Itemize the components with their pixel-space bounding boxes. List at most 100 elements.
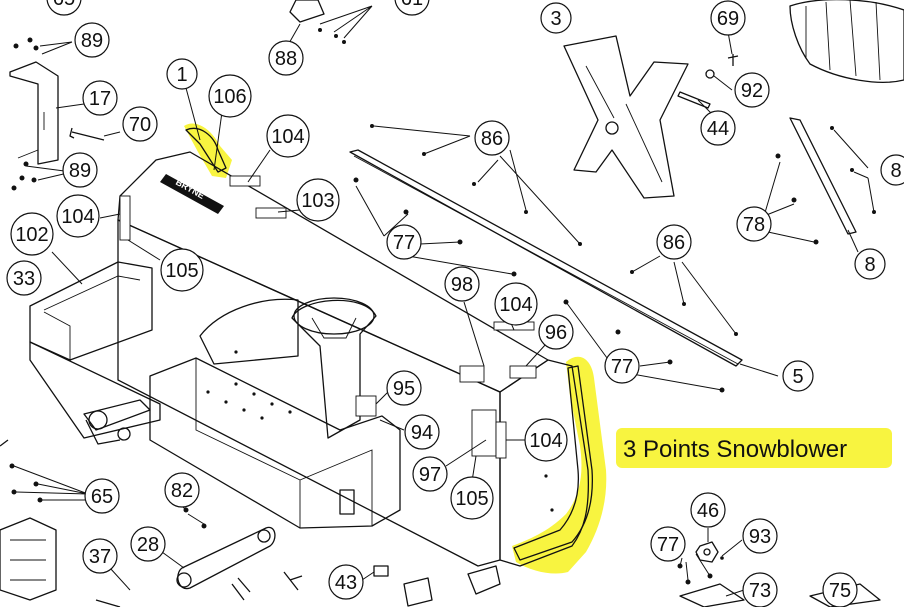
callout-label: 65 (91, 486, 113, 508)
callout-label: 89 (81, 30, 103, 52)
callout-label: 103 (301, 190, 334, 212)
callout-label: 106 (213, 86, 246, 108)
decal-104-left (119, 195, 131, 241)
callout-label: 73 (749, 580, 771, 602)
callout-105-a: 105 (160, 248, 204, 292)
callout-61: 61 (394, 0, 430, 16)
callout-label: 82 (171, 480, 193, 502)
callout-73: 73 (742, 572, 778, 607)
callout-37: 37 (82, 538, 118, 574)
auger-assembly (563, 35, 689, 199)
callout-label: 8 (890, 160, 901, 182)
callout-label: 61 (401, 0, 423, 10)
skid-strip (789, 117, 857, 235)
callout-label: 3 (550, 8, 561, 30)
callout-3: 3 (540, 2, 572, 34)
callouts: 65 61 89 88 3 69 92 44 17 70 1 106 104 8… (6, 0, 904, 607)
callout-28: 28 (130, 526, 166, 562)
small-parts (0, 0, 881, 607)
callout-label: 44 (707, 118, 729, 140)
housing-left-frame-inner (43, 275, 141, 360)
scraper-bar (349, 149, 743, 367)
callout-label: 98 (451, 274, 473, 296)
decal-96 (509, 365, 537, 379)
decal-103 (255, 207, 287, 219)
callout-89-b: 89 (62, 152, 98, 188)
gearbox-seam (195, 358, 373, 528)
callout-label: 70 (129, 114, 151, 136)
housing-front-face (117, 219, 501, 567)
callout-label: 104 (529, 430, 562, 452)
callout-104-c: 104 (494, 282, 538, 326)
decal-97 (471, 409, 497, 457)
callout-92: 92 (734, 72, 770, 108)
callout-102: 102 (10, 212, 54, 256)
callout-65-top: 65 (46, 0, 82, 16)
callout-label: 105 (165, 260, 198, 282)
chute-opening (293, 297, 375, 335)
callout-96: 96 (538, 314, 574, 350)
callout-label: 77 (657, 534, 679, 556)
callout-97: 97 (412, 456, 448, 492)
hitch-clip (117, 427, 131, 441)
callout-106: 106 (208, 74, 252, 118)
callout-label: 17 (89, 88, 111, 110)
scraper-bar-edge (353, 155, 739, 365)
callout-82: 82 (164, 472, 200, 508)
discharge-chute (291, 299, 377, 439)
callout-label: 102 (15, 224, 48, 246)
callout-77-a: 77 (386, 224, 422, 260)
highlight-marks (184, 123, 892, 574)
callout-104-b: 104 (56, 194, 100, 238)
skid-shoe (513, 365, 594, 561)
callout-88: 88 (268, 40, 304, 76)
callout-label: 46 (697, 500, 719, 522)
highlight-annotation-text (616, 428, 892, 468)
decal-104-top-left (229, 175, 261, 187)
callout-103: 103 (296, 178, 340, 222)
decal-95 (355, 395, 377, 417)
callout-98: 98 (444, 266, 480, 302)
callout-17: 17 (82, 80, 118, 116)
rivet-dots (206, 350, 554, 512)
callout-8-a: 8 (880, 154, 904, 186)
callout-label: 96 (545, 322, 567, 344)
callout-label: 75 (829, 580, 851, 602)
hitch-pin (88, 410, 108, 430)
callout-label: 86 (663, 232, 685, 254)
callout-label: 88 (275, 48, 297, 70)
callout-44: 44 (700, 110, 736, 146)
callout-43: 43 (328, 564, 364, 600)
decal-98 (459, 365, 485, 383)
callout-5: 5 (782, 360, 814, 392)
callout-label: 28 (137, 534, 159, 556)
leader-lines (13, 5, 875, 597)
callout-label: 89 (69, 160, 91, 182)
callout-33: 33 (6, 260, 42, 296)
callout-label: 77 (611, 356, 633, 378)
callout-label: 8 (864, 254, 875, 276)
callout-70: 70 (122, 106, 158, 142)
callout-93: 93 (742, 518, 778, 554)
callout-label: 104 (61, 206, 94, 228)
callout-label: 77 (393, 232, 415, 254)
callout-label: 93 (749, 526, 771, 548)
callout-94: 94 (404, 414, 440, 450)
callout-95: 95 (386, 370, 422, 406)
housing-left-frame (29, 261, 153, 361)
hitch-arm (83, 399, 151, 445)
callout-86-b: 86 (656, 224, 692, 260)
callout-label: 78 (743, 214, 765, 236)
callout-label: 5 (792, 366, 803, 388)
callout-label: 104 (499, 294, 532, 316)
callout-77-b: 77 (604, 348, 640, 384)
callout-86-a: 86 (474, 120, 510, 156)
callout-label: 86 (481, 128, 503, 150)
callout-label: 97 (419, 464, 441, 486)
decal-104-end (495, 421, 507, 459)
annotation-label: 3 Points Snowblower (623, 436, 847, 463)
callout-78: 78 (736, 206, 772, 242)
callout-77-c: 77 (650, 526, 686, 562)
housing-end-panel (499, 359, 590, 567)
